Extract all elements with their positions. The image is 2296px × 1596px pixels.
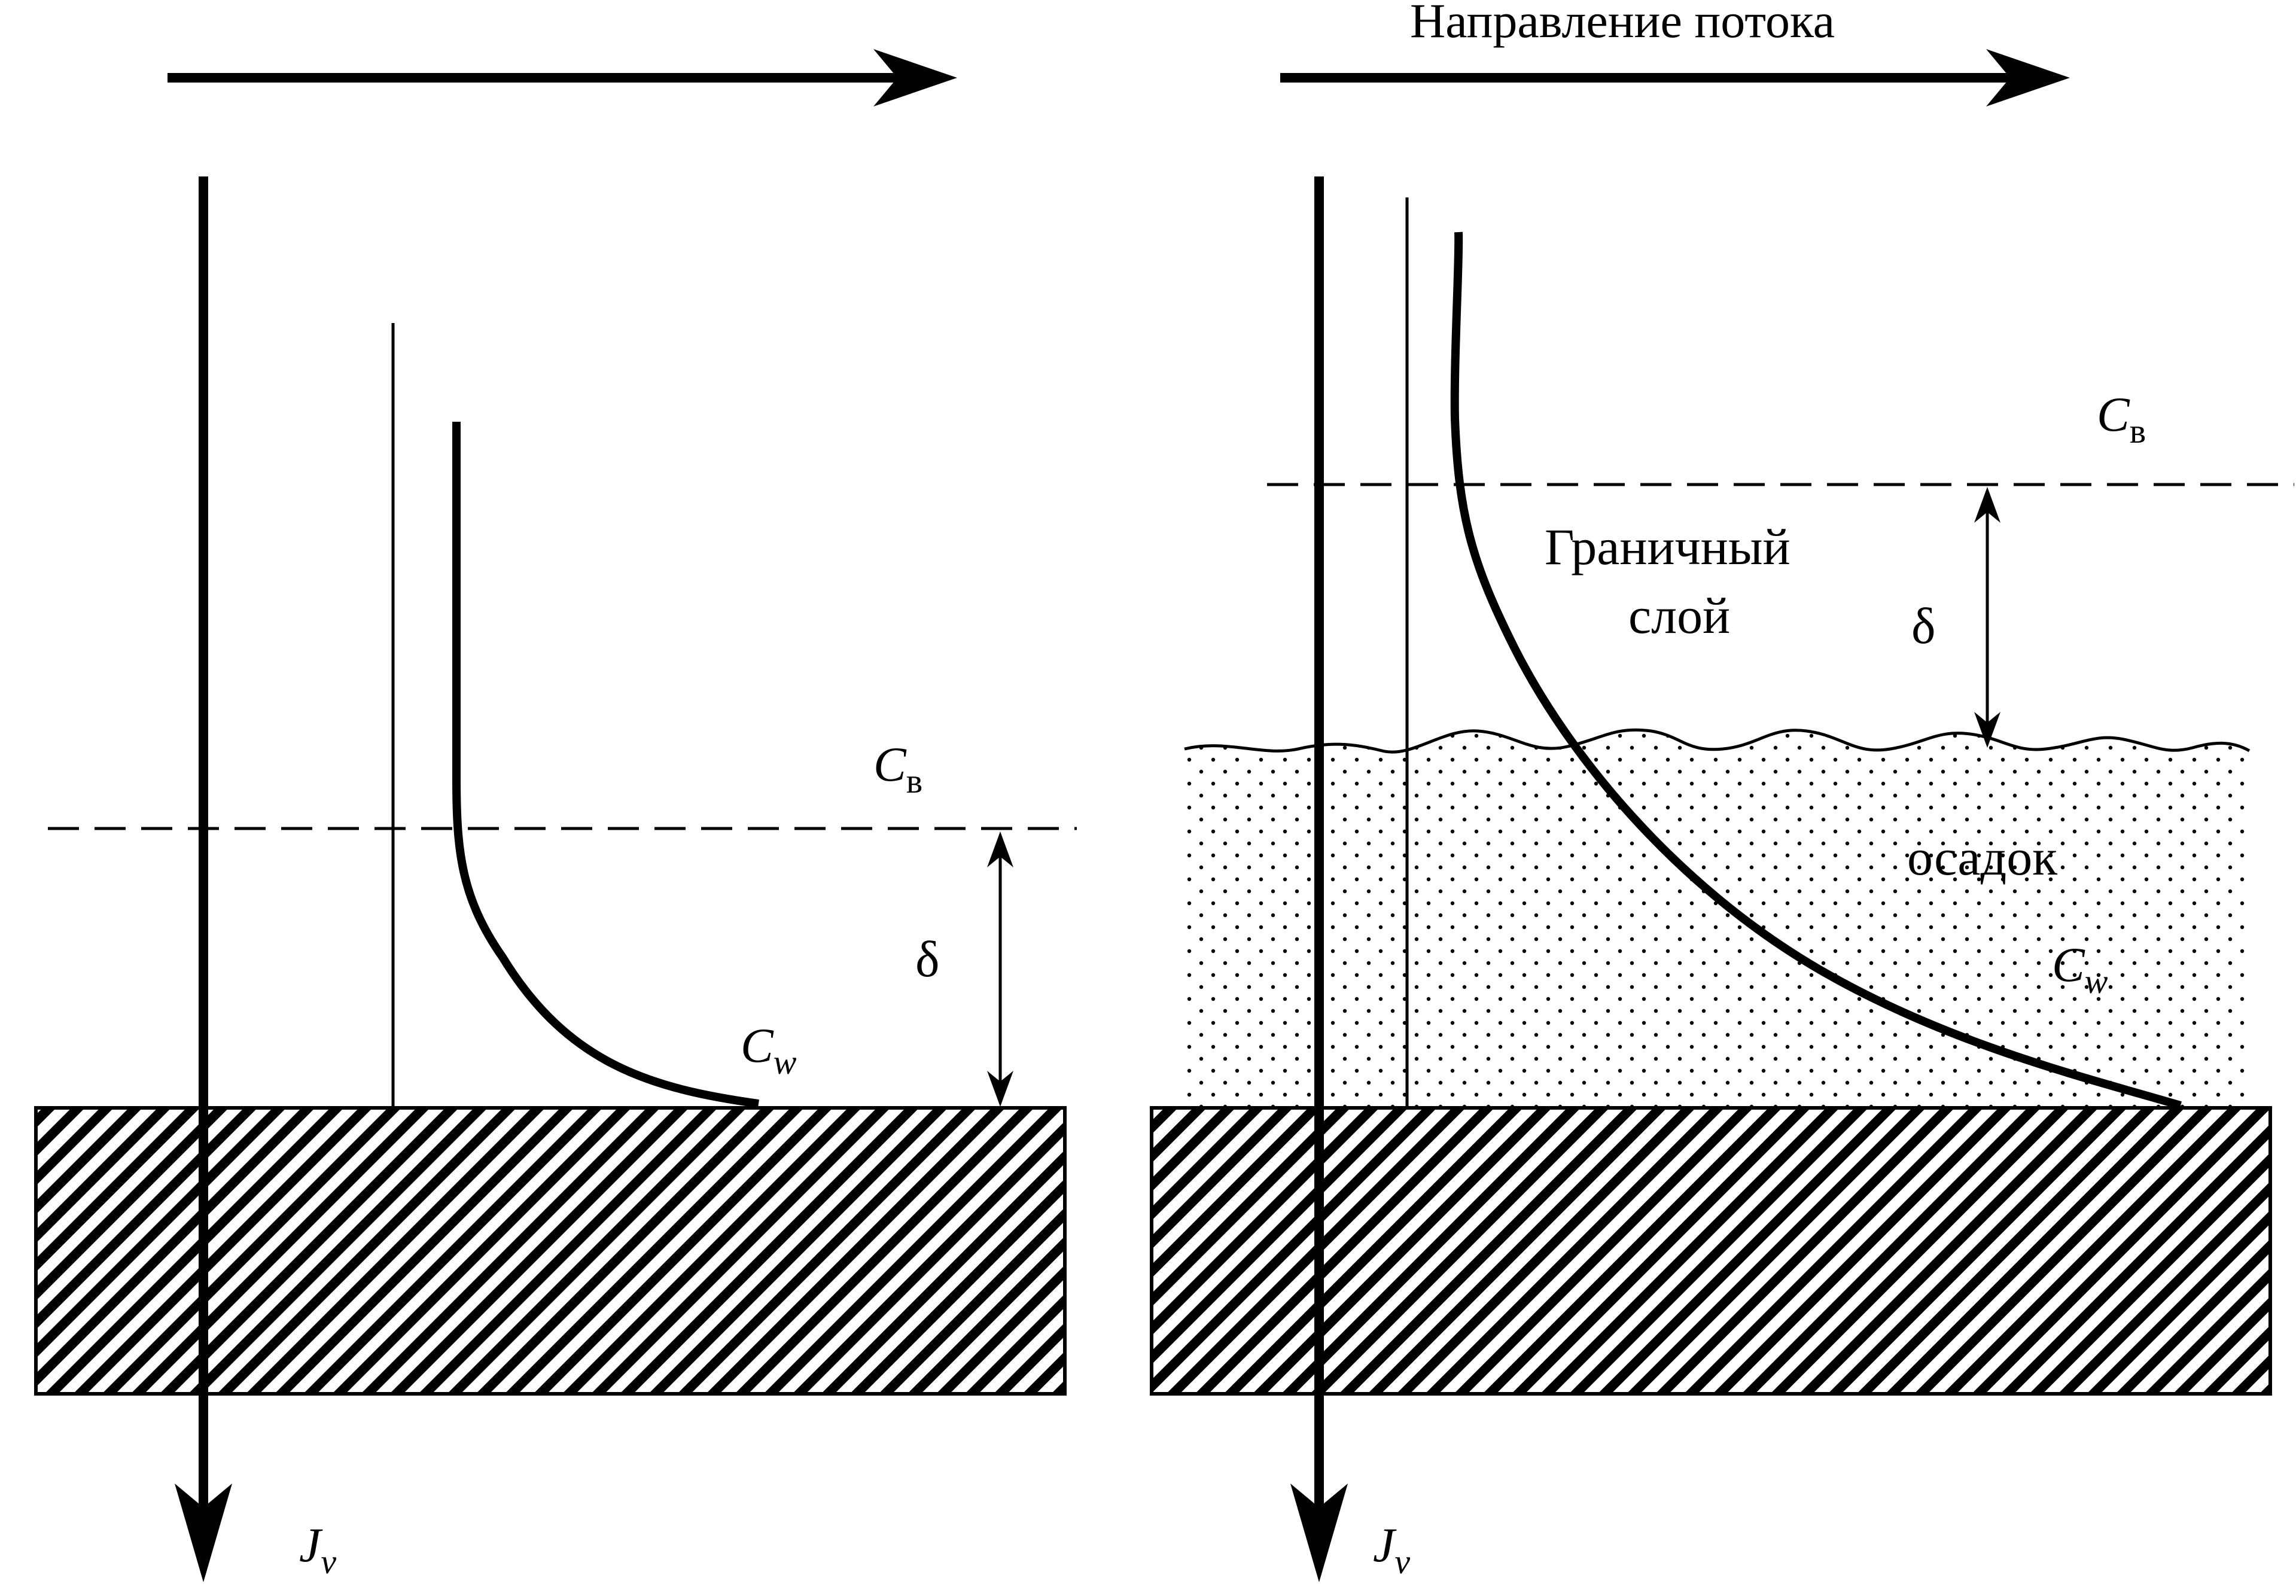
right-flow-arrowhead <box>1986 49 2070 106</box>
left-cb-symbol: C <box>873 737 907 791</box>
right-bulk-concentration-label: Cв <box>2097 387 2146 450</box>
right-cw-subscript: w <box>2085 962 2108 1001</box>
right-membrane <box>1150 1106 2272 1396</box>
left-concentration-profile <box>452 422 759 1108</box>
flow-direction-title: Направление потока <box>1410 0 1835 48</box>
right-cb-symbol: C <box>2097 387 2130 441</box>
right-cb-subscript: в <box>2130 412 2146 450</box>
left-cw-symbol: C <box>741 1018 774 1073</box>
right-jv-subscript: v <box>1394 1542 1410 1581</box>
right-panel: Направление потока Cв Граничный слой δ о… <box>1150 0 2294 1582</box>
right-delta-arrowhead-bottom <box>1974 712 2000 748</box>
left-bulk-concentration-label: Cв <box>873 737 922 800</box>
right-deposit-layer <box>1184 730 2249 1108</box>
right-cw-symbol: C <box>2052 937 2085 992</box>
left-cb-subscript: в <box>906 762 922 800</box>
boundary-layer-label-line1: Граничный <box>1545 518 1790 575</box>
deposit-label: осадок <box>1907 829 2057 886</box>
boundary-layer-label-line2: слой <box>1628 587 1730 644</box>
right-deposit-surface <box>1184 728 2251 754</box>
left-panel: Cв δ Cw Jv <box>34 49 1077 1582</box>
left-jv-subscript: v <box>321 1542 336 1581</box>
left-jv-symbol: J <box>299 1518 323 1572</box>
right-delta-arrowhead-top <box>1974 487 2000 523</box>
right-concentration-profile <box>1450 232 2182 1110</box>
right-wall-concentration-label: Cw <box>2052 937 2108 1001</box>
left-wall-concentration-label: Cw <box>741 1018 797 1082</box>
left-flux-arrowhead <box>175 1484 232 1582</box>
left-delta-arrowhead-top <box>987 831 1013 867</box>
right-flux-label: Jv <box>1373 1518 1410 1581</box>
left-flux-label: Jv <box>299 1518 336 1581</box>
left-delta-arrowhead-bottom <box>987 1071 1013 1107</box>
left-membrane <box>34 1106 1067 1396</box>
right-jv-symbol: J <box>1373 1518 1397 1572</box>
right-delta-label: δ <box>1911 597 1936 654</box>
left-delta-label: δ <box>915 930 940 988</box>
left-flow-arrowhead <box>873 49 957 106</box>
left-cw-subscript: w <box>774 1043 797 1082</box>
right-flux-arrowhead <box>1290 1484 1348 1582</box>
